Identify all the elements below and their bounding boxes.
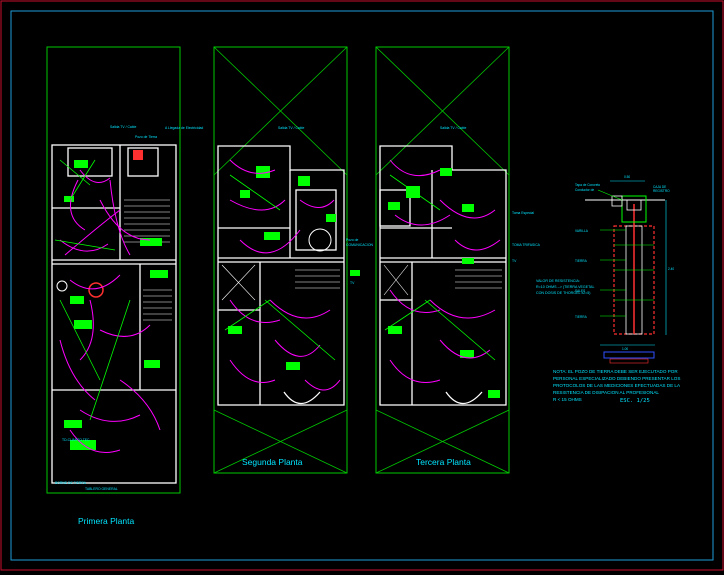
- svg-text:VARILLA: VARILLA: [575, 229, 589, 233]
- detail-scale-label: ESC. 1/25: [620, 398, 650, 404]
- svg-text:Salida TV / Cable: Salida TV / Cable: [110, 125, 136, 129]
- note-line: PROTOCOLOS DE LAS MEDICIONES EFECTUADAS …: [553, 383, 681, 388]
- svg-text:COMUNICACION: COMUNICACION: [346, 243, 373, 247]
- svg-text:TIERRA: TIERRA: [575, 259, 588, 263]
- resistance-line: CON DOSIS DE THORGEL x2=5): [536, 291, 590, 295]
- svg-text:A Llegada de Electricidad: A Llegada de Electricidad: [165, 126, 203, 130]
- third-floor-plan: Salida TV / Cable Toma Especial TOMA TRI…: [375, 46, 541, 474]
- first-floor-title: Primera Planta: [78, 516, 134, 526]
- svg-text:Pozo de: Pozo de: [346, 238, 359, 242]
- svg-text:CAJA DE: CAJA DE: [653, 185, 666, 189]
- resistance-line: VALOR DE RESISTENCIA:: [536, 279, 580, 283]
- resistance-line: R=10 OHMS --> (TIERRA VEGETAL: [536, 285, 594, 289]
- first-floor-sheet-outline: [46, 46, 181, 494]
- svg-text:TV: TV: [512, 259, 517, 263]
- svg-text:1.00: 1.00: [622, 347, 628, 351]
- svg-text:TABLERO GENERAL: TABLERO GENERAL: [85, 487, 118, 491]
- svg-text:TOMA TRIFASICA: TOMA TRIFASICA: [512, 243, 541, 247]
- svg-text:TIERRA: TIERRA: [575, 315, 588, 319]
- svg-text:Toma Especial: Toma Especial: [512, 211, 534, 215]
- grounding-well-detail: Tapa de Concreto Conductor de CAJA DE RE…: [536, 175, 681, 404]
- third-floor-sheet-outline: [375, 46, 510, 474]
- svg-text:Conductor de: Conductor de: [575, 188, 594, 192]
- svg-text:BORNE DE TIERRA: BORNE DE TIERRA: [55, 481, 87, 485]
- sheet-border-inner: [10, 10, 714, 561]
- note-line: NOTA: EL POZO DE TIERRA DEBE SER EJECUTA…: [553, 369, 678, 374]
- third-floor-title: Tercera Planta: [416, 457, 471, 467]
- svg-text:Salida TV / Cable: Salida TV / Cable: [440, 126, 466, 130]
- svg-text:Salida TV / Cable: Salida TV / Cable: [278, 126, 304, 130]
- second-floor-sheet-outline: [213, 46, 348, 474]
- note-line: R < 15 OHMS: [553, 397, 582, 402]
- svg-text:TV: TV: [350, 281, 355, 285]
- second-floor-title: Segunda Planta: [242, 457, 303, 467]
- note-line: PERSONAL ESPECIALIZADO DEBIENDO PRESENTA…: [553, 376, 680, 381]
- svg-text:SALES: SALES: [575, 289, 585, 293]
- svg-text:2.40: 2.40: [668, 267, 674, 271]
- svg-text:Tapa de Concreto: Tapa de Concreto: [575, 183, 600, 187]
- svg-text:Pozo de Tierra: Pozo de Tierra: [135, 135, 157, 139]
- second-floor-plan: Salida TV / Cable Pozo de COMUNICACION T…: [213, 46, 373, 474]
- svg-text:REGISTRO: REGISTRO: [653, 189, 670, 193]
- first-floor-plan: Salida TV / Cable A Llegada de Electrici…: [46, 46, 203, 526]
- svg-text:0.50: 0.50: [624, 175, 630, 179]
- svg-text:TD-CUARTO TEC.: TD-CUARTO TEC.: [62, 438, 91, 442]
- note-line: RESISTENCIA DE DISIPACION AL PROFESIONAL: [553, 390, 659, 395]
